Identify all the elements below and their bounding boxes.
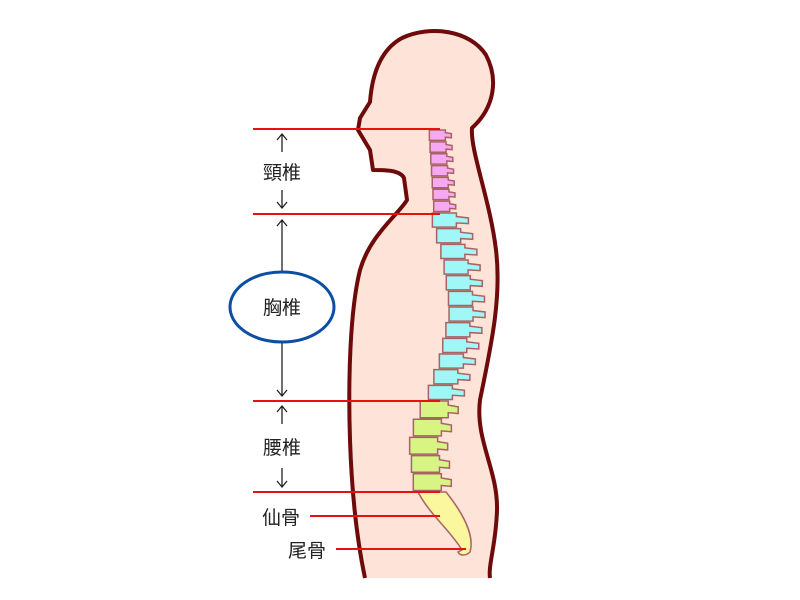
cervical-vertebra [429, 141, 453, 153]
sacrum-coccyx-bone [416, 491, 472, 556]
thoracic-vertebra [442, 337, 480, 354]
cervical-vertebra [432, 200, 457, 213]
lumbar-vertebra [410, 454, 451, 474]
cervical-vertebra [431, 176, 456, 189]
arrow-up-icon [276, 404, 288, 424]
thoracic-vertebra [445, 321, 483, 338]
thoracic-vertebra [445, 274, 484, 291]
thoracic-vertebra [443, 259, 481, 275]
cervical-vertebra [428, 129, 453, 142]
thoracic-vertebra [431, 212, 470, 228]
cervical-vertebra [430, 152, 454, 165]
cervical-vertebra [430, 164, 455, 177]
thoracic-vertebra [440, 243, 478, 260]
lumbar-vertebra [412, 473, 453, 492]
label-cervical: 頸椎 [263, 162, 301, 184]
boundary-lines [253, 128, 466, 550]
arrow-down-icon [276, 468, 288, 489]
thoracic-vertebra [448, 306, 486, 322]
lumbar-vertebra [408, 436, 449, 455]
label-sacrum: 仙骨 [262, 507, 300, 529]
thoracic-vertebra [447, 290, 486, 307]
lumbar-vertebra [412, 418, 453, 437]
arrow-down-icon [276, 342, 288, 398]
lumbar-vertebra [419, 400, 459, 419]
thoracic-vertebra [435, 227, 474, 244]
label-thoracic: 胸椎 [263, 297, 301, 319]
thoracic-vertebra [438, 353, 477, 369]
arrow-down-icon [276, 190, 288, 210]
arrow-up-icon [276, 218, 288, 272]
body-silhouette [347, 29, 500, 579]
cervical-vertebra [432, 188, 456, 201]
thoracic-vertebra [433, 368, 471, 385]
range-arrows [276, 132, 288, 489]
arrow-up-icon [276, 132, 288, 152]
label-coccyx: 尾骨 [288, 540, 326, 562]
thoracic-vertebra [427, 384, 466, 401]
label-lumbar: 腰椎 [263, 437, 301, 459]
highlight-ellipse [228, 270, 336, 344]
vertebrae-group [408, 129, 486, 492]
